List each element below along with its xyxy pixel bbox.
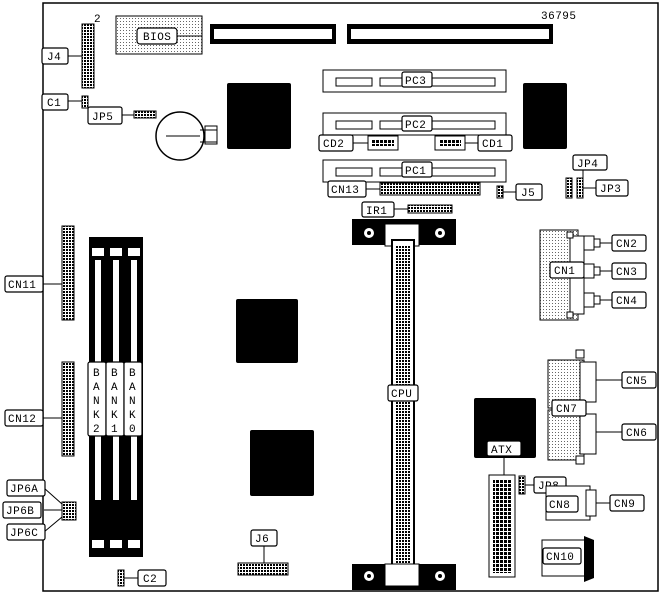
cn12-connector bbox=[61, 361, 75, 457]
cn4-callout bbox=[611, 291, 647, 309]
pc3-label: PC3 bbox=[405, 76, 426, 88]
j5-callout bbox=[515, 183, 543, 201]
j6-header bbox=[237, 562, 289, 576]
j4-label: J4 bbox=[47, 52, 61, 64]
cpu-callout bbox=[387, 384, 419, 402]
atx-label: ATX bbox=[491, 445, 512, 457]
bank1-l0: B bbox=[111, 368, 118, 380]
cn12-label: CN12 bbox=[8, 414, 36, 426]
jp6c-callout bbox=[6, 523, 46, 541]
bank2-l2: N bbox=[93, 396, 100, 408]
cd2-label: CD2 bbox=[323, 139, 344, 151]
jp3-label: JP3 bbox=[600, 184, 621, 196]
cd1-callout bbox=[477, 134, 513, 152]
jp5-label: JP5 bbox=[92, 112, 113, 124]
bank0-callout bbox=[123, 361, 143, 437]
bank0-l4: 0 bbox=[129, 424, 136, 436]
cn8-label: CN8 bbox=[549, 500, 570, 512]
cn9-callout bbox=[609, 494, 645, 512]
pc2-label: PC2 bbox=[405, 120, 426, 132]
cn7-label: CN7 bbox=[556, 404, 577, 416]
bios-label: BIOS bbox=[143, 32, 171, 44]
chipset-ic-1 bbox=[227, 83, 291, 149]
cn5-callout bbox=[621, 371, 657, 389]
j5-label: J5 bbox=[521, 188, 535, 200]
ir1-header bbox=[407, 204, 453, 214]
c2-label: C2 bbox=[143, 574, 157, 586]
j4-pin-mark: 2 bbox=[94, 14, 101, 26]
jp6a-callout bbox=[6, 479, 46, 497]
bank0-l0: B bbox=[129, 368, 136, 380]
cn11-callout bbox=[4, 275, 44, 293]
jp6-jumpers bbox=[61, 501, 77, 521]
cn6-connector bbox=[547, 409, 597, 465]
cn2-callout bbox=[611, 234, 647, 252]
cn13-label: CN13 bbox=[331, 185, 359, 197]
c2-jumper bbox=[117, 569, 125, 587]
cn8-callout bbox=[545, 495, 579, 513]
bank2-l4: 2 bbox=[93, 424, 100, 436]
c1-callout bbox=[41, 93, 69, 111]
jp8-jumper bbox=[518, 475, 526, 495]
cn1-label: CN1 bbox=[554, 266, 575, 278]
cn6-callout bbox=[621, 423, 657, 441]
cn7-callout bbox=[551, 399, 587, 417]
cpu-label: CPU bbox=[391, 389, 412, 401]
cn3-label: CN3 bbox=[616, 267, 637, 279]
cn12-callout bbox=[4, 409, 44, 427]
bank2-l0: B bbox=[93, 368, 100, 380]
cn6-label: CN6 bbox=[626, 428, 647, 440]
cn10-callout bbox=[542, 547, 582, 565]
chipset-ic-2 bbox=[523, 83, 567, 149]
jp3-callout bbox=[595, 179, 629, 197]
cn11-label: CN11 bbox=[8, 280, 36, 292]
jp3-jumper bbox=[576, 177, 584, 199]
c2-callout bbox=[137, 569, 167, 587]
cn11-connector bbox=[61, 225, 75, 321]
jp5-jumper bbox=[133, 110, 157, 119]
j5-jumper bbox=[496, 185, 504, 199]
c1-jumper bbox=[81, 95, 89, 109]
jp4-label: JP4 bbox=[577, 159, 598, 171]
cn13-connector bbox=[379, 182, 481, 196]
j6-label: J6 bbox=[255, 534, 269, 546]
cpu-slot bbox=[352, 219, 456, 590]
jp6b-label: JP6B bbox=[6, 506, 34, 518]
j4-header bbox=[81, 23, 95, 89]
c1-label: C1 bbox=[47, 98, 61, 110]
cn3-callout bbox=[611, 262, 647, 280]
chipset-ic-3 bbox=[236, 299, 298, 363]
jp6a-label: JP6A bbox=[10, 484, 38, 496]
bank0-l1: A bbox=[129, 382, 136, 394]
cn10-label: CN10 bbox=[546, 552, 574, 564]
doc-number: 36795 bbox=[541, 11, 577, 23]
bank2-l3: K bbox=[93, 410, 100, 422]
bank0-l3: K bbox=[129, 410, 136, 422]
cn9-label: CN9 bbox=[614, 499, 635, 511]
bank1-l4: 1 bbox=[111, 424, 118, 436]
pc1-label: PC1 bbox=[405, 166, 426, 178]
cn2-label: CN2 bbox=[616, 239, 637, 251]
jp6c-label: JP6C bbox=[10, 528, 38, 540]
bank0-l2: N bbox=[129, 396, 136, 408]
bank1-l3: K bbox=[111, 410, 118, 422]
chipset-ic-4 bbox=[250, 430, 314, 496]
cn4-label: CN4 bbox=[616, 296, 637, 308]
j4-callout bbox=[41, 47, 69, 65]
bank1-l2: N bbox=[111, 396, 118, 408]
cn5-label: CN5 bbox=[626, 376, 647, 388]
ir1-label: IR1 bbox=[366, 206, 387, 218]
bank1-l1: A bbox=[111, 382, 118, 394]
jp6b-callout bbox=[2, 501, 42, 519]
jp4-jumper bbox=[565, 177, 573, 199]
cd1-label: CD1 bbox=[482, 139, 503, 151]
jp4-callout bbox=[572, 154, 608, 171]
bank2-l1: A bbox=[93, 382, 100, 394]
